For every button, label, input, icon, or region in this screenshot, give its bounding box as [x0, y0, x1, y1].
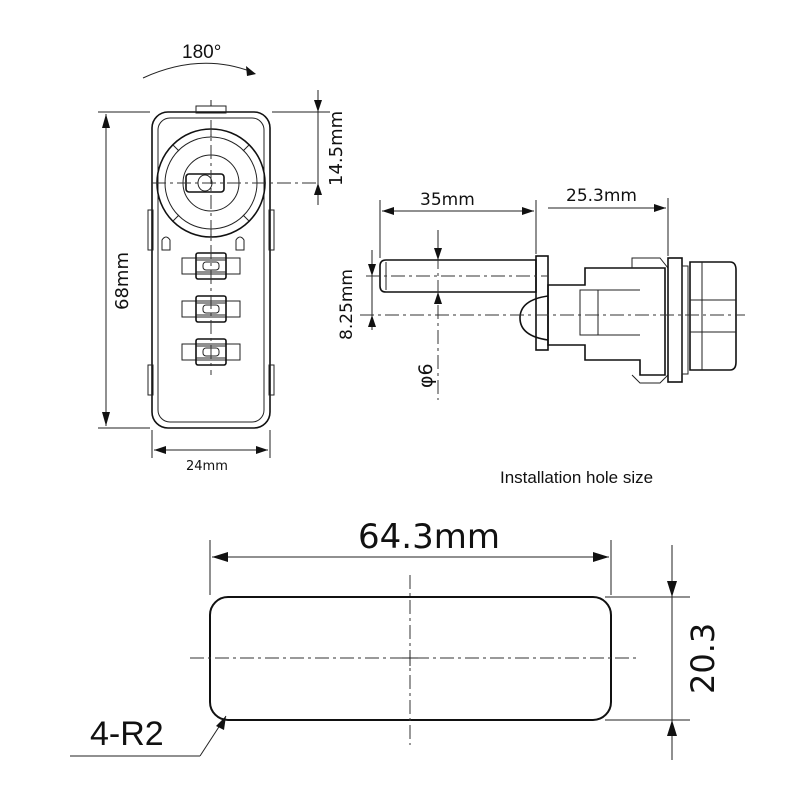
- side-notch-left-bottom: [147, 364, 154, 396]
- lock-side-body: [547, 267, 666, 376]
- rotation-arrow-head: [246, 66, 256, 76]
- offset-label: 8.25mm: [337, 269, 357, 340]
- side-notch-right-bottom: [268, 364, 275, 396]
- keyhole-offset-label: 14.5mm: [326, 111, 347, 186]
- shaft: [379, 259, 537, 293]
- cam-bump: [519, 295, 549, 341]
- hole-height-label: 20.3: [684, 623, 722, 694]
- lock-body-outline: [151, 111, 271, 429]
- side-notch-right-top: [268, 209, 275, 251]
- height-label: 68mm: [112, 252, 133, 310]
- installation-hole-section: Installation hole size 64.3mm 20.3 4-R2: [70, 468, 722, 760]
- side-notch-left-top: [147, 209, 154, 251]
- rotation-label: 180°: [182, 42, 221, 63]
- radius-label: 4-R2: [90, 715, 164, 753]
- shaft-length-label: 35mm: [420, 190, 475, 210]
- lock-front-view: 180°: [98, 42, 347, 474]
- diameter-label: φ6: [415, 363, 437, 388]
- rotation-arc: [142, 62, 253, 79]
- mounting-nut: [689, 261, 737, 371]
- mounting-washer: [667, 257, 683, 383]
- hole-width-label: 64.3mm: [358, 517, 500, 557]
- installation-hole-title: Installation hole size: [500, 468, 653, 487]
- lock-side-view: 35mm 25.3mm 8.25mm φ6: [337, 186, 745, 400]
- flange-plate: [535, 255, 549, 351]
- body-length-label: 25.3mm: [566, 186, 637, 206]
- lock-indicator-pins: [161, 236, 245, 251]
- width-label: 24mm: [186, 459, 228, 474]
- lock-body-inner: [157, 117, 265, 423]
